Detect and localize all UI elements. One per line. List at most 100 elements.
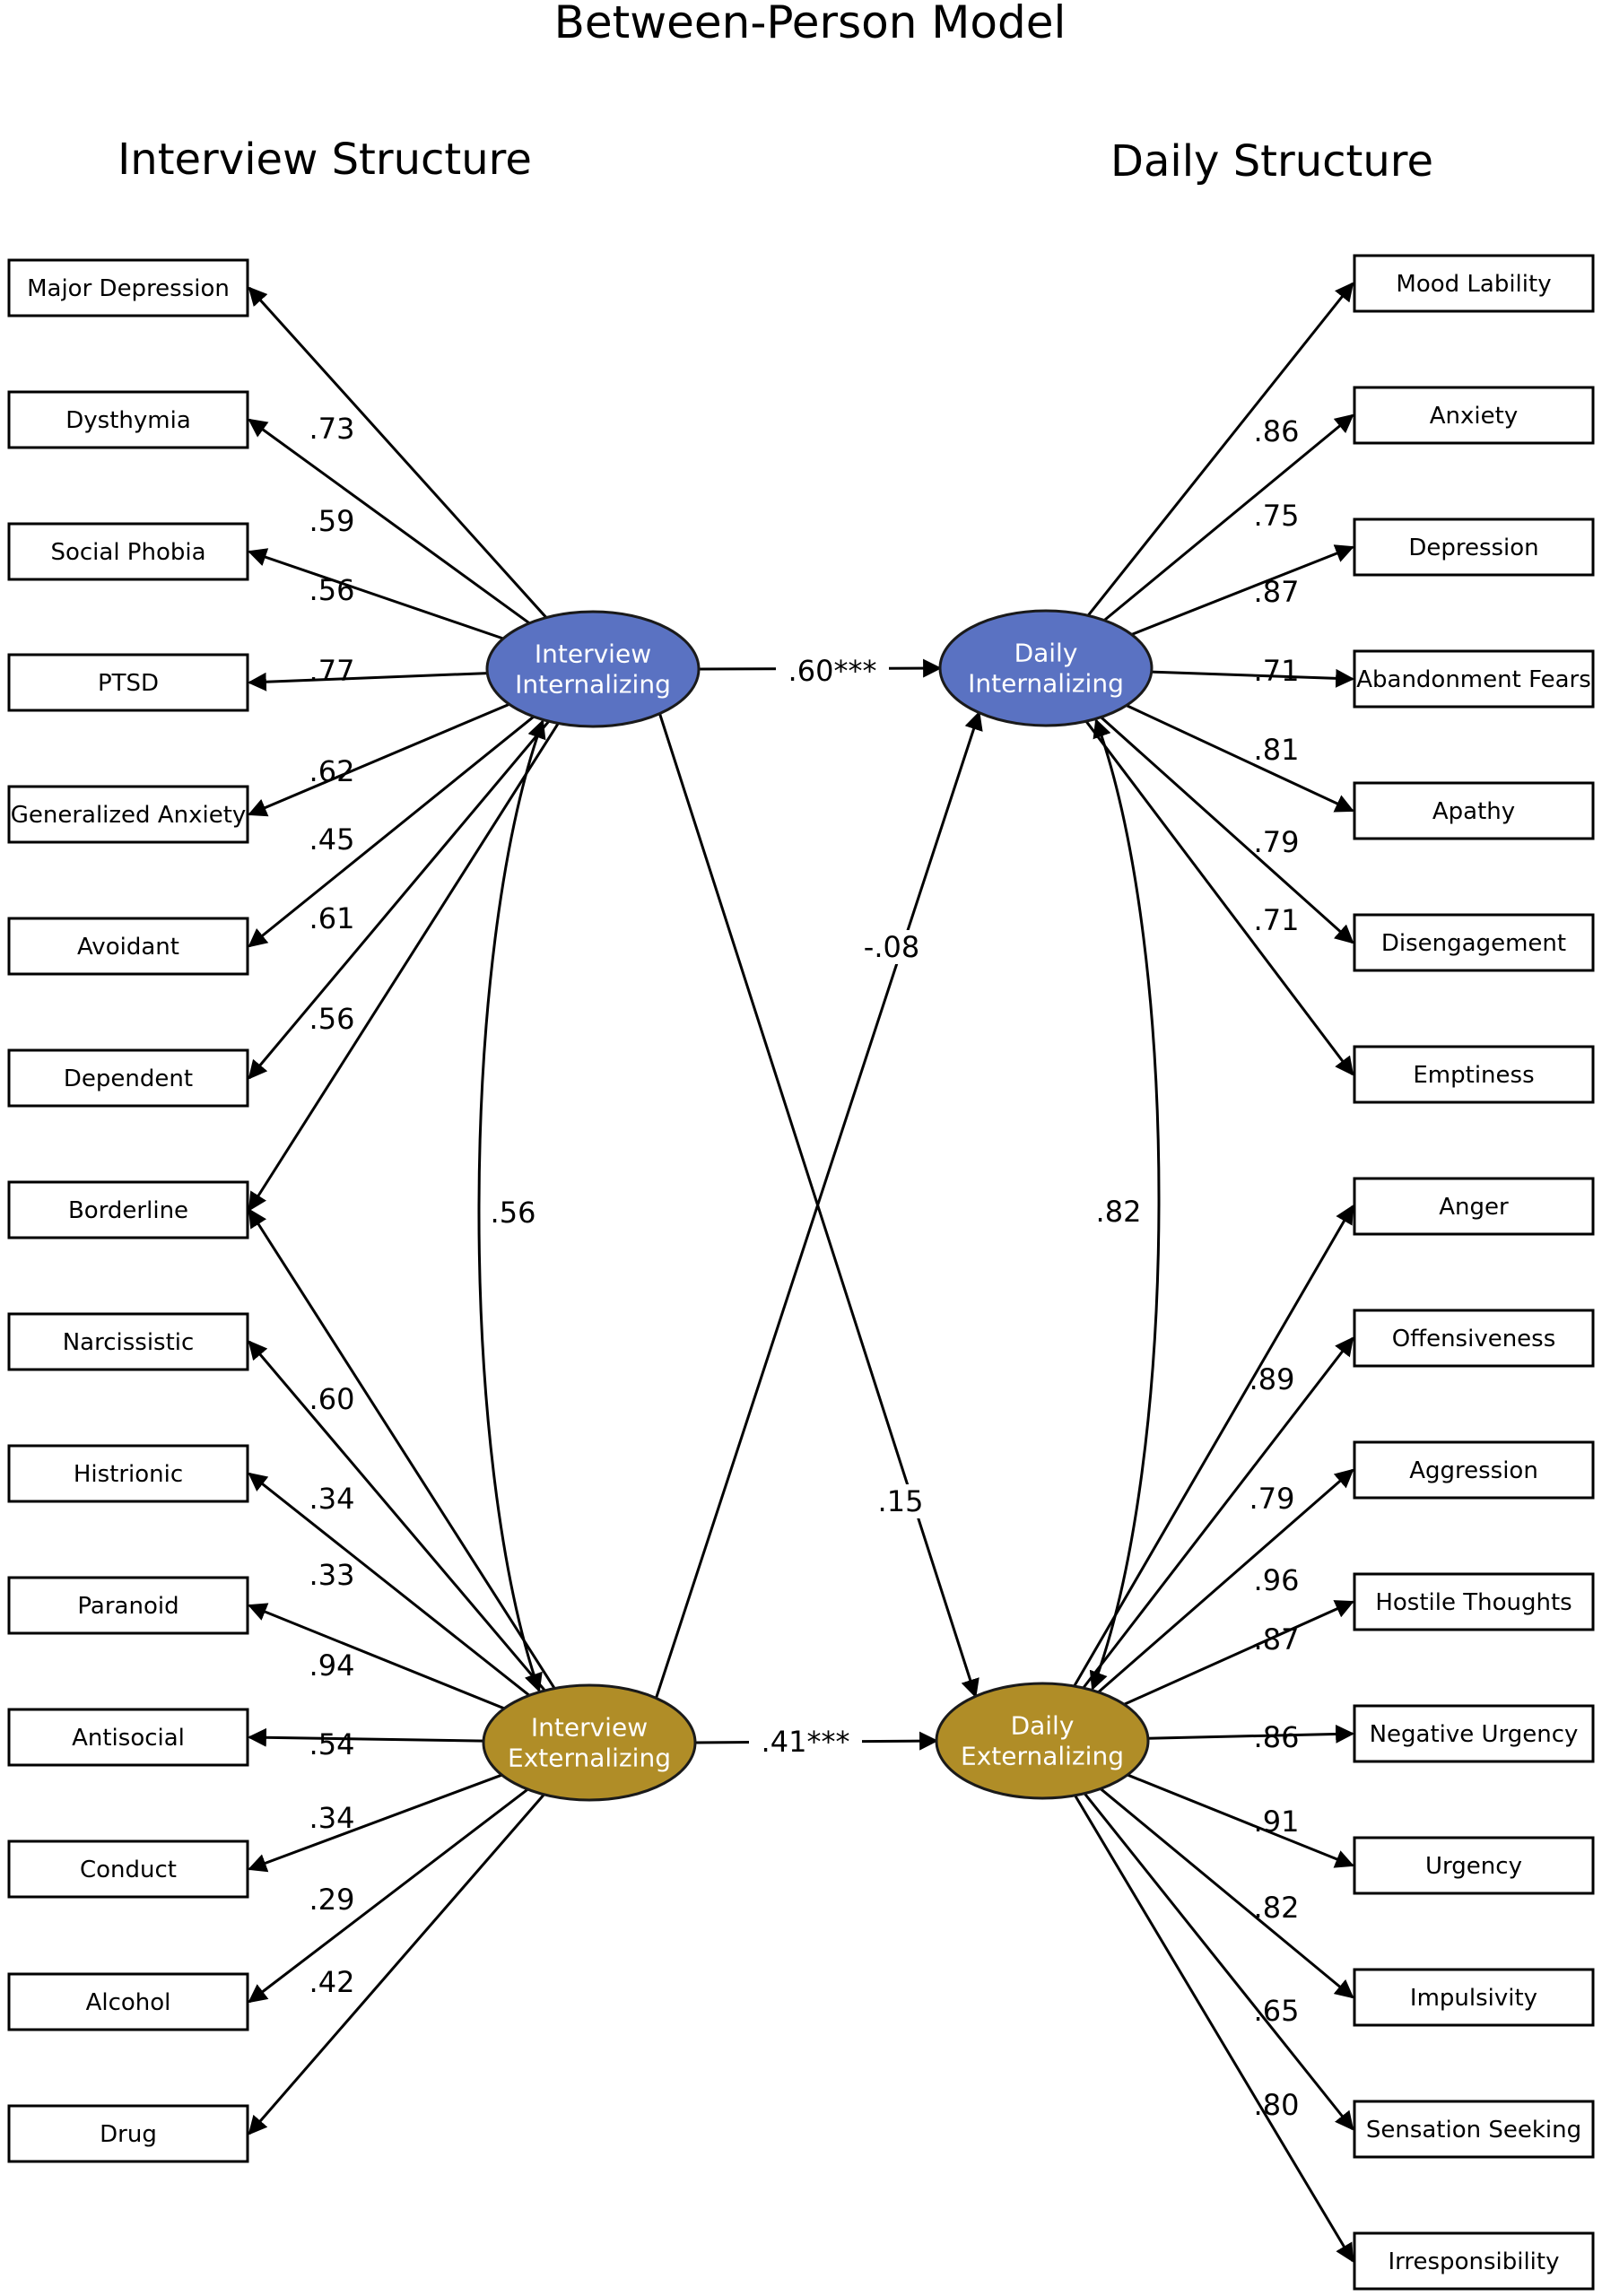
indicator-label: Sensation Seeking (1366, 2117, 1581, 2144)
loading-label-ptsd-int-int: .77 (309, 654, 355, 688)
path-int-ext-to-day-int (655, 710, 983, 1699)
loading-label-antisocial-int-ext: .54 (309, 1727, 355, 1761)
loading-label-histrionic-int-ext: .33 (309, 1558, 355, 1592)
svg-text:.86: .86 (1254, 414, 1300, 448)
indicator-box-avoidant: Avoidant (7, 917, 249, 976)
indicator-box-urgency: Urgency (1353, 1836, 1595, 1895)
loading-arrow-depression (1131, 544, 1354, 636)
indicator-box-borderline: Borderline (7, 1180, 249, 1239)
latent-label-line1: Daily (1011, 1711, 1075, 1741)
indicator-box-antisocial: Antisocial (7, 1708, 249, 1767)
daily-structure-heading: Daily Structure (1110, 136, 1433, 187)
latent-label-line2: Externalizing (961, 1742, 1124, 1771)
indicator-label: Conduct (80, 1857, 177, 1883)
svg-text:.81: .81 (1254, 733, 1300, 767)
indicator-box-aggression: Aggression (1353, 1440, 1595, 1500)
indicator-label: Antisocial (72, 1725, 185, 1752)
loading-arrow-borderline-int-ext (248, 1208, 556, 1690)
loading-arrow-ptsd-int-int (247, 672, 488, 691)
svg-text:.29: .29 (309, 1883, 355, 1917)
svg-text:.80: .80 (1254, 2088, 1300, 2122)
loading-label-mood-lability: .86 (1254, 414, 1300, 448)
indicator-box-irresponsibility: Irresponsibility (1353, 2231, 1595, 2291)
indicator-label: Depression (1408, 535, 1538, 561)
svg-text:.65: .65 (1254, 1994, 1300, 2028)
indicator-label: Mood Lability (1396, 271, 1551, 298)
indicator-label: Offensiveness (1392, 1326, 1556, 1352)
indicator-box-alcohol: Alcohol (7, 1972, 249, 2031)
path-int-int-to-day-ext-label: .15 (869, 1484, 932, 1518)
loading-label-irresponsibility: .80 (1254, 2088, 1300, 2122)
loading-label-aggression: .96 (1254, 1563, 1300, 1597)
svg-text:.86: .86 (1254, 1720, 1300, 1754)
svg-text:.60***: .60*** (788, 654, 877, 688)
svg-text:.82: .82 (1096, 1195, 1142, 1229)
loading-arrow-antisocial-int-ext (247, 1727, 484, 1747)
indicator-label: Borderline (68, 1197, 188, 1224)
loading-label-borderline-int-int: .56 (309, 1002, 355, 1036)
indicator-box-apathy: Apathy (1353, 781, 1595, 840)
indicator-label: Generalized Anxiety (11, 802, 247, 829)
indicator-box-hostile-thoughts: Hostile Thoughts (1353, 1572, 1595, 1631)
loading-label-narcissistic-int-ext: .60 (309, 1382, 355, 1416)
loading-label-abandonment-fears: .71 (1254, 654, 1300, 688)
loading-arrow-disengagement (1100, 716, 1354, 944)
path-int-int-to-day-int-label: .60*** (776, 654, 889, 688)
svg-text:.61: .61 (309, 901, 355, 935)
indicator-box-offensiveness: Offensiveness (1353, 1309, 1595, 1368)
svg-text:.42: .42 (309, 1965, 355, 1999)
loading-arrow-drug-int-ext (248, 1793, 545, 2135)
indicator-box-anger: Anger (1353, 1177, 1595, 1236)
loading-arrow-emptiness (1084, 720, 1354, 1076)
indicator-label: PTSD (98, 670, 159, 697)
loading-arrow-irresponsibility (1074, 1795, 1354, 2263)
loading-label-disengagement: .79 (1254, 825, 1300, 859)
path-int-ext-to-day-int-label: -.08 (852, 930, 931, 964)
indicator-label: Anxiety (1430, 403, 1518, 430)
correlation-int-int-int-ext (477, 719, 546, 1692)
indicator-label: Disengagement (1381, 930, 1566, 957)
loading-label-sensation-seeking: .65 (1254, 1994, 1300, 2028)
correlation-label-day-int-day-ext: .82 (1093, 1195, 1144, 1229)
indicator-box-dependent: Dependent (7, 1048, 249, 1108)
loading-label-emptiness: .71 (1254, 903, 1300, 937)
loading-arrow-borderline-int-int (248, 722, 560, 1212)
indicator-label: Paranoid (77, 1593, 178, 1620)
indicator-label: Emptiness (1413, 1062, 1534, 1089)
loading-arrow-alcohol-int-ext (248, 1787, 529, 2004)
loading-arrow-mood-lability (1086, 282, 1354, 617)
loading-arrow-urgency (1127, 1773, 1354, 1868)
svg-text:.45: .45 (309, 822, 355, 857)
indicator-label: Hostile Thoughts (1375, 1589, 1572, 1616)
loading-label-anger: .89 (1249, 1362, 1295, 1396)
loading-label-borderline-int-ext: .34 (309, 1482, 355, 1516)
svg-text:.59: .59 (309, 504, 355, 538)
svg-text:.60: .60 (309, 1382, 355, 1416)
indicator-box-dysthymia: Dysthymia (7, 390, 249, 449)
loading-label-conduct-int-ext: .34 (309, 1801, 355, 1835)
svg-text:.56: .56 (309, 1002, 355, 1036)
loading-arrow-apathy (1126, 704, 1354, 813)
loading-label-paranoid-int-ext: .94 (309, 1648, 355, 1683)
loading-arrow-generalized-anxiety-int-int (248, 702, 510, 817)
svg-text:.56: .56 (491, 1196, 536, 1230)
indicator-box-emptiness: Emptiness (1353, 1045, 1595, 1104)
loading-arrow-sensation-seeking (1083, 1792, 1354, 2131)
svg-text:.41***: .41*** (762, 1725, 850, 1759)
latent-label-line1: Daily (1014, 639, 1078, 668)
svg-text:.94: .94 (309, 1648, 355, 1683)
interview-structure-heading: Interview Structure (118, 135, 532, 185)
svg-text:.34: .34 (309, 1801, 355, 1835)
svg-text:.87: .87 (1254, 575, 1300, 609)
latent-factors-layer: InterviewInternalizingInterviewExternali… (482, 609, 1154, 1802)
indicator-label: Irresponsibility (1389, 2248, 1560, 2275)
indicator-label: Dependent (64, 1065, 193, 1092)
loading-label-impulsivity: .82 (1254, 1891, 1300, 1925)
loading-arrow-aggression (1097, 1468, 1354, 1693)
path-int-ext-to-day-ext-label: .41*** (749, 1725, 862, 1759)
indicator-label: Negative Urgency (1370, 1721, 1579, 1748)
indicator-box-ptsd: PTSD (7, 653, 249, 712)
